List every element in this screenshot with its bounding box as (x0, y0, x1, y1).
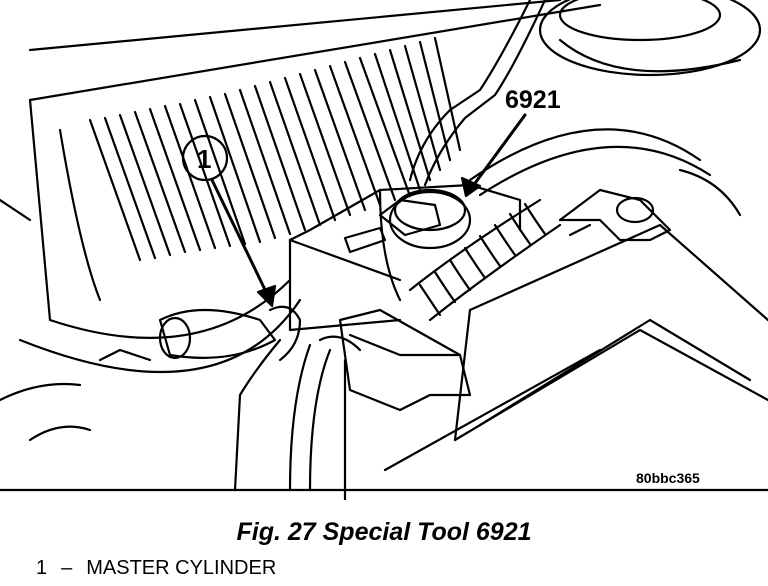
battery-terminal (558, 168, 742, 242)
reservoir-cap (538, 0, 762, 77)
brake-line-fitting (0, 305, 768, 500)
legend-number: 1 (36, 557, 48, 579)
legend-label: MASTER CYLINDER (86, 557, 277, 579)
vacuum-hose (408, 0, 712, 197)
image-code: 80bbc365 (636, 470, 700, 486)
corrugated-hose (408, 198, 562, 322)
battery (383, 223, 768, 472)
callout-6921-label: 6921 (505, 86, 561, 114)
legend: 1–MASTER CYLINDER (36, 557, 276, 580)
callout-1 (181, 134, 277, 308)
cowl-grille (0, 0, 602, 374)
callout-1-label: 1 (197, 144, 211, 174)
master-cylinder (288, 183, 522, 332)
connector (318, 308, 472, 412)
figure-caption: Fig. 27 Special Tool 6921 (236, 518, 532, 546)
engine-bay-illustration: 1 6921 (0, 0, 768, 500)
callout-6921-leader (460, 113, 527, 198)
legend-separator: – (61, 557, 73, 579)
special-tool-6921 (343, 188, 472, 254)
